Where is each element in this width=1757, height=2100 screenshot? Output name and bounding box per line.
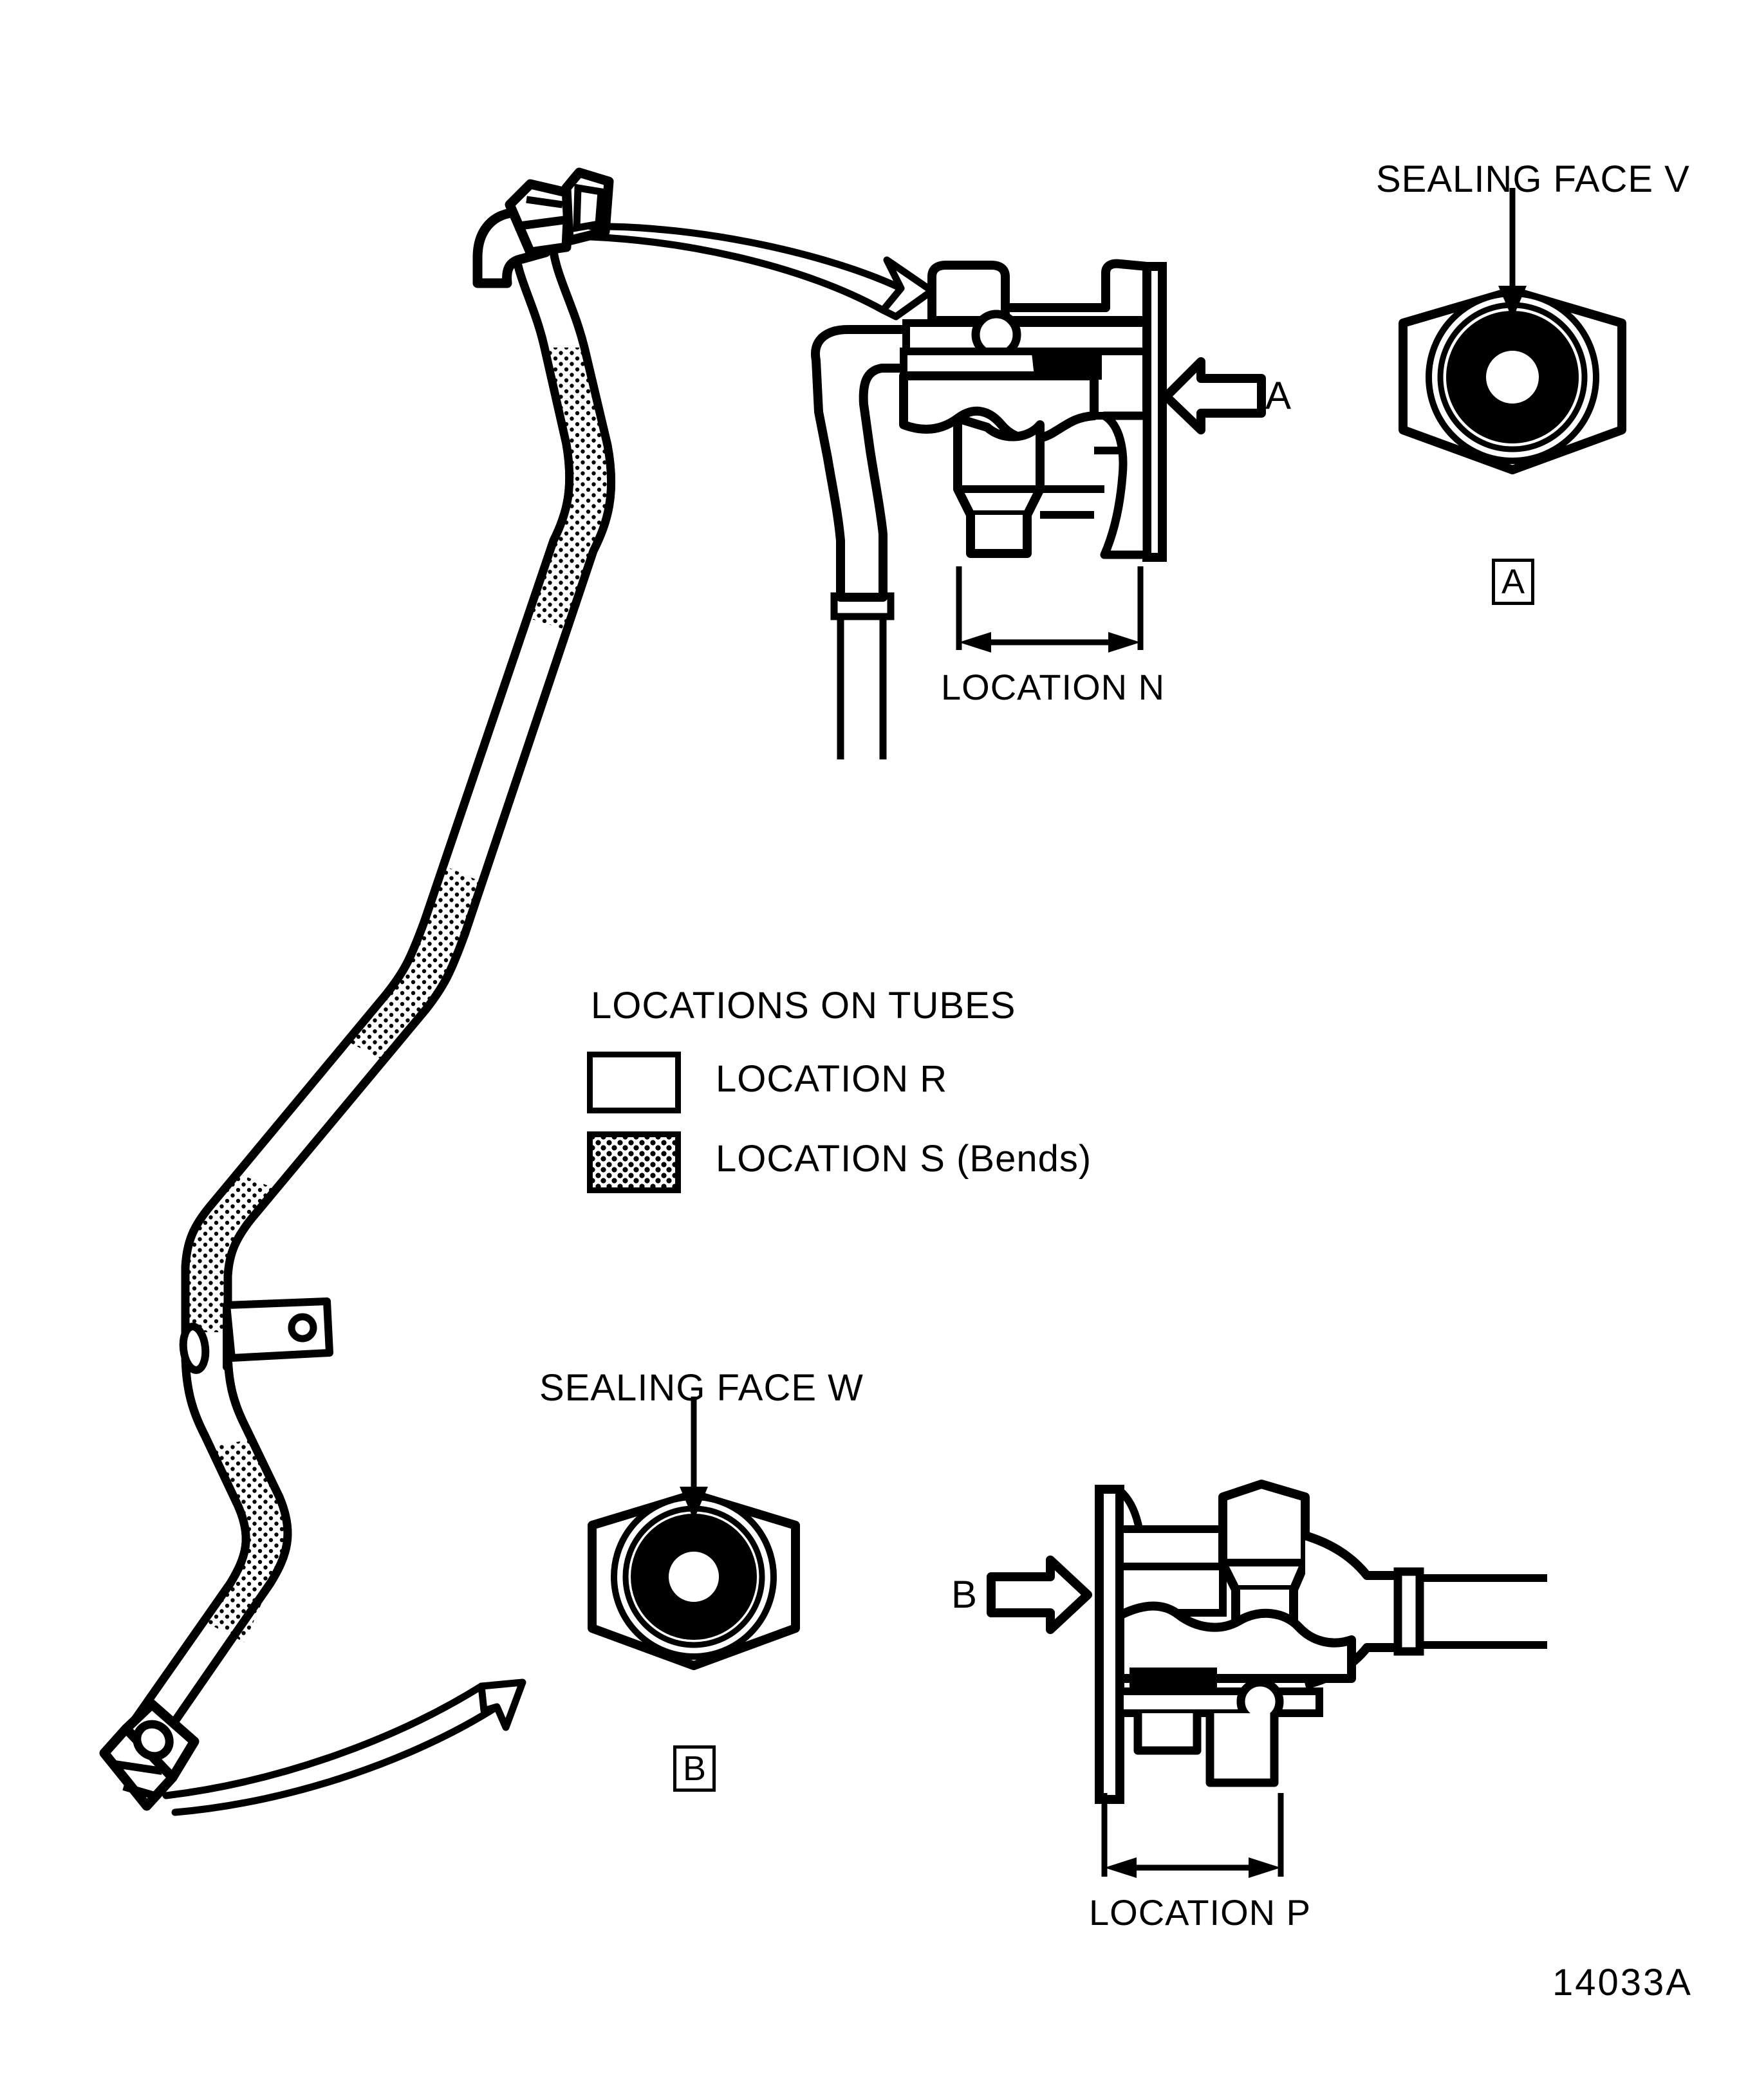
sealing-face-v-end-view [1399,188,1626,474]
sealing-face-w-end-view [588,1397,800,1670]
upper-end-fitting [472,167,614,288]
lower-view-bottom-plate [1116,1678,1323,1787]
sealing-face-v-label: SEALING FACE V [1376,158,1690,200]
view-arrow-b [987,1556,1092,1634]
lower-fitting-section-view [987,1480,1547,1878]
tube-assembly [99,167,616,1811]
location-p-label: LOCATION P [1089,1892,1312,1933]
view-arrow-a [1162,357,1266,434]
location-n-label: LOCATION N [941,667,1166,707]
leader-arrow-upper [587,223,936,321]
legend-label-location-r: LOCATION R [716,1058,948,1100]
legend-heading: LOCATIONS ON TUBES [591,985,1016,1027]
figure-number: 14033A [1552,1962,1693,2003]
upper-view-hex-nut [953,414,1045,558]
tube-outline-overlay [118,235,616,1746]
location-n-dimension [956,566,1144,653]
leader-arrow-lower [162,1678,526,1816]
lower-end-fitting [99,1699,200,1811]
lower-view-body-plate [1116,1525,1227,1617]
upper-view-elbow-body [810,325,939,602]
legend-label-location-s: LOCATION S (Bends) [716,1138,1092,1180]
legend-swatch-location-s [587,1131,681,1193]
view-tag-a: A [1492,559,1534,605]
location-p-dimension [1101,1793,1284,1878]
upper-view-tube-stub [830,592,895,759]
tube-ferrule-ring [179,1323,210,1374]
upper-view-union-nut [927,259,1151,325]
upper-fitting-section-view [810,259,1266,759]
upper-view-cutaway-profile [899,371,1099,443]
view-arrow-b-label: B [951,1573,978,1616]
view-arrow-a-label: A [1265,374,1292,417]
view-tag-b: B [673,1745,716,1792]
legend-swatch-location-r [587,1052,681,1113]
tube-body [118,235,616,1746]
tube-bend-stipple-2 [348,866,484,1062]
upper-view-flange [1040,262,1167,562]
tube-mounting-bracket [223,1297,333,1371]
sealing-face-w-label: SEALING FACE W [539,1367,864,1409]
